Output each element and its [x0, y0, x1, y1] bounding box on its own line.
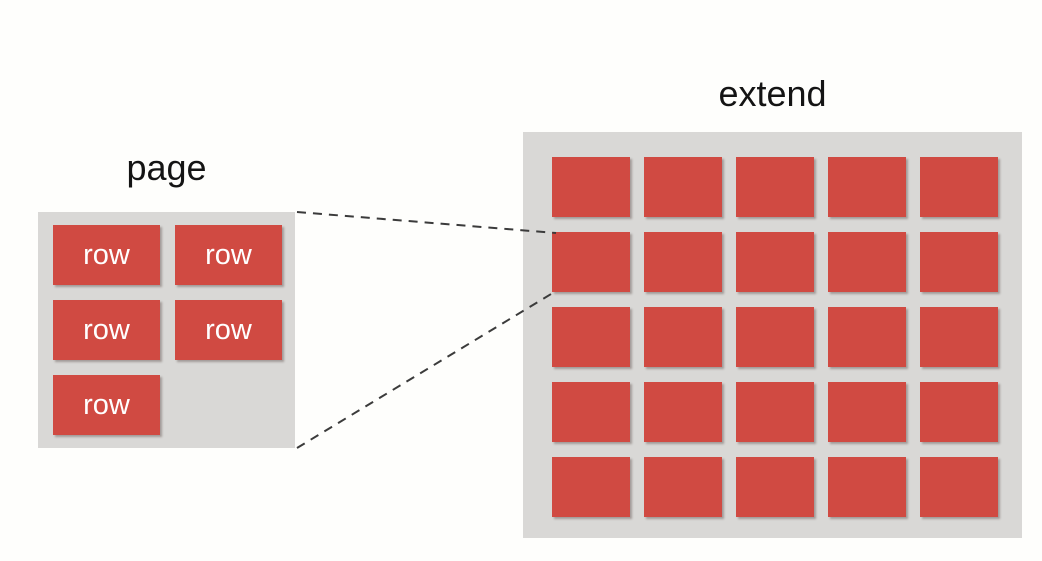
extend-grid-cell: [920, 232, 998, 292]
extend-grid-cell: [736, 157, 814, 217]
extend-panel: [523, 132, 1022, 538]
extend-grid-cell: [644, 307, 722, 367]
connector-line-bottom: [296, 290, 557, 449]
extend-grid-cell: [828, 232, 906, 292]
extend-grid-cell: [736, 232, 814, 292]
page-row-cell-label: row: [205, 238, 252, 271]
page-row-cell-label: row: [83, 388, 130, 421]
page-row-cell: row: [53, 225, 160, 285]
page-row-cell-label: row: [205, 313, 252, 346]
extend-grid-cell: [828, 382, 906, 442]
extend-grid-cell: [920, 157, 998, 217]
extend-grid-cell: [552, 307, 630, 367]
page-row-cell-label: row: [83, 238, 130, 271]
extend-grid-cell: [920, 382, 998, 442]
extend-grid-cell: [828, 307, 906, 367]
page-row-cell: row: [175, 225, 282, 285]
extend-grid-cell: [736, 307, 814, 367]
extend-grid-cell: [552, 232, 630, 292]
extend-grid-cell: [644, 382, 722, 442]
extend-grid-cell: [552, 157, 630, 217]
extend-grid-cell: [552, 382, 630, 442]
connector-line-top: [296, 211, 557, 234]
extend-grid-cell: [644, 232, 722, 292]
extend-grid-cell: [736, 382, 814, 442]
extend-grid-cell: [828, 157, 906, 217]
page-row-cell: row: [53, 300, 160, 360]
page-panel-title: page: [126, 147, 207, 188]
page-row-cell: row: [175, 300, 282, 360]
extend-grid-cell: [736, 457, 814, 517]
extend-grid-cell: [552, 457, 630, 517]
extend-grid-cell: [920, 307, 998, 367]
extend-grid-cell: [644, 157, 722, 217]
page-row-cell: row: [53, 375, 160, 435]
page-row-cell-label: row: [83, 313, 130, 346]
extend-grid-cell: [644, 457, 722, 517]
extend-grid-cell: [920, 457, 998, 517]
page-panel: row row row row row: [38, 212, 295, 448]
extend-panel-title: extend: [718, 73, 827, 114]
extend-grid-cell: [828, 457, 906, 517]
